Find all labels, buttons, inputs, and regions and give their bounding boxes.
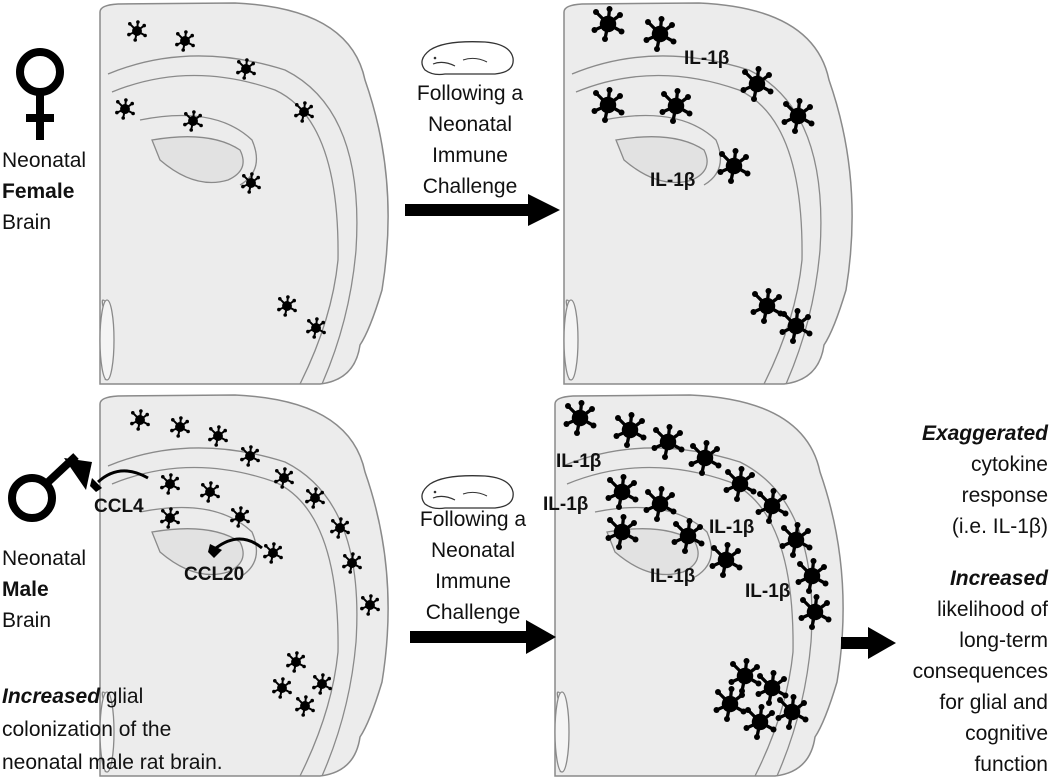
il1b-label: IL-1β <box>650 170 696 191</box>
il1b-label: IL-1β <box>709 517 755 538</box>
ccl4-arrow <box>90 469 149 492</box>
il1b-label: IL-1β <box>556 451 602 472</box>
male-label-sex: Male <box>2 578 49 601</box>
colonization-caption-line1: Increased glial <box>2 685 143 709</box>
challenge-bottom-line4: Challenge <box>425 601 521 624</box>
outcome2-line6: cognitive <box>965 722 1048 745</box>
colonization-emphasis: Increased <box>2 685 101 708</box>
rat-pup-icon <box>421 41 514 76</box>
colonization-caption-line3: neonatal male rat brain. <box>2 751 223 774</box>
male-symbol-icon <box>8 453 92 522</box>
ccl4-label: CCL4 <box>94 496 144 517</box>
outcome2-line7: function <box>974 753 1048 776</box>
challenge-top-line1: Following a <box>416 82 524 105</box>
colonization-caption-line2: colonization of the <box>2 718 172 741</box>
female-label-sex: Female <box>2 180 75 203</box>
outcome2-line2: likelihood of <box>937 598 1048 621</box>
il1b-label: IL-1β <box>543 494 589 515</box>
female-label-line1: Neonatal <box>2 149 87 172</box>
challenge-top-line3: Immune <box>432 144 508 167</box>
outcome2-emphasis: Increased <box>949 567 1048 590</box>
outcome2-line3: long-term <box>959 629 1048 652</box>
challenge-top-line2: Neonatal <box>427 113 513 136</box>
outcome1-emphasis: Exaggerated <box>921 422 1048 445</box>
challenge-bottom-line1: Following a <box>419 508 527 531</box>
ccl20-label: CCL20 <box>184 564 245 585</box>
arrow-right-icon <box>405 194 560 226</box>
outcome2-line5: for glial and <box>939 691 1048 714</box>
outcome1-line4: (i.e. IL-1β) <box>951 515 1048 538</box>
female-label-line3: Brain <box>2 211 52 234</box>
outcome1-line3: response <box>961 484 1048 507</box>
ccl20-arrow <box>208 537 263 558</box>
female-symbol-icon <box>16 48 64 140</box>
arrow-right-icon <box>410 620 556 654</box>
arrow-right-icon <box>841 627 896 659</box>
rat-pup-icon <box>421 475 514 510</box>
male-label-line3: Brain <box>2 609 52 632</box>
challenge-top-line4: Challenge <box>422 175 518 198</box>
challenge-bottom-line3: Immune <box>435 570 511 593</box>
outcome1-line2: cytokine <box>970 453 1048 476</box>
il1b-label: IL-1β <box>745 581 791 602</box>
il1b-label: IL-1β <box>650 566 696 587</box>
brain-female-baseline <box>99 2 389 385</box>
outcome2-line4: consequences <box>912 660 1048 683</box>
il1b-label: IL-1β <box>684 48 730 69</box>
challenge-bottom-line2: Neonatal <box>430 539 516 562</box>
colonization-rest: glial <box>100 685 144 708</box>
male-label-line1: Neonatal <box>2 547 87 570</box>
